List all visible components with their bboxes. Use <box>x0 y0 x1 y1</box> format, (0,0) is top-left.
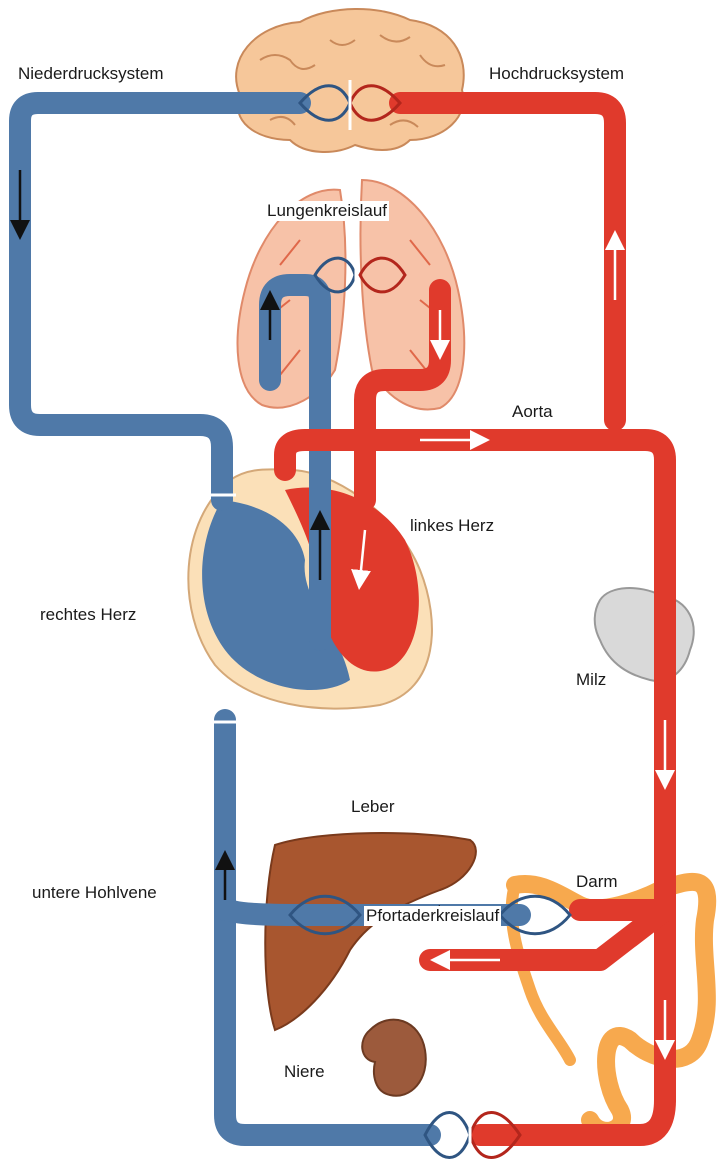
label-liver: Leber <box>351 797 394 817</box>
label-spleen: Milz <box>576 670 606 690</box>
label-right-heart: rechtes Herz <box>40 605 136 625</box>
label-left-heart: linkes Herz <box>410 516 494 536</box>
label-vena-cava: untere Hohlvene <box>32 883 157 903</box>
label-intestine: Darm <box>576 872 618 892</box>
label-pulmonary-circulation: Lungenkreislauf <box>265 201 389 221</box>
label-kidney: Niere <box>284 1062 325 1082</box>
spleen-organ <box>595 588 694 681</box>
label-portal-circulation: Pfortaderkreislauf <box>364 906 501 926</box>
liver-organ <box>265 833 476 1030</box>
label-aorta: Aorta <box>512 402 553 422</box>
kidney-organ <box>362 1020 426 1096</box>
label-high-pressure-system: Hochdrucksystem <box>489 64 624 84</box>
label-low-pressure-system: Niederdrucksystem <box>18 64 164 84</box>
